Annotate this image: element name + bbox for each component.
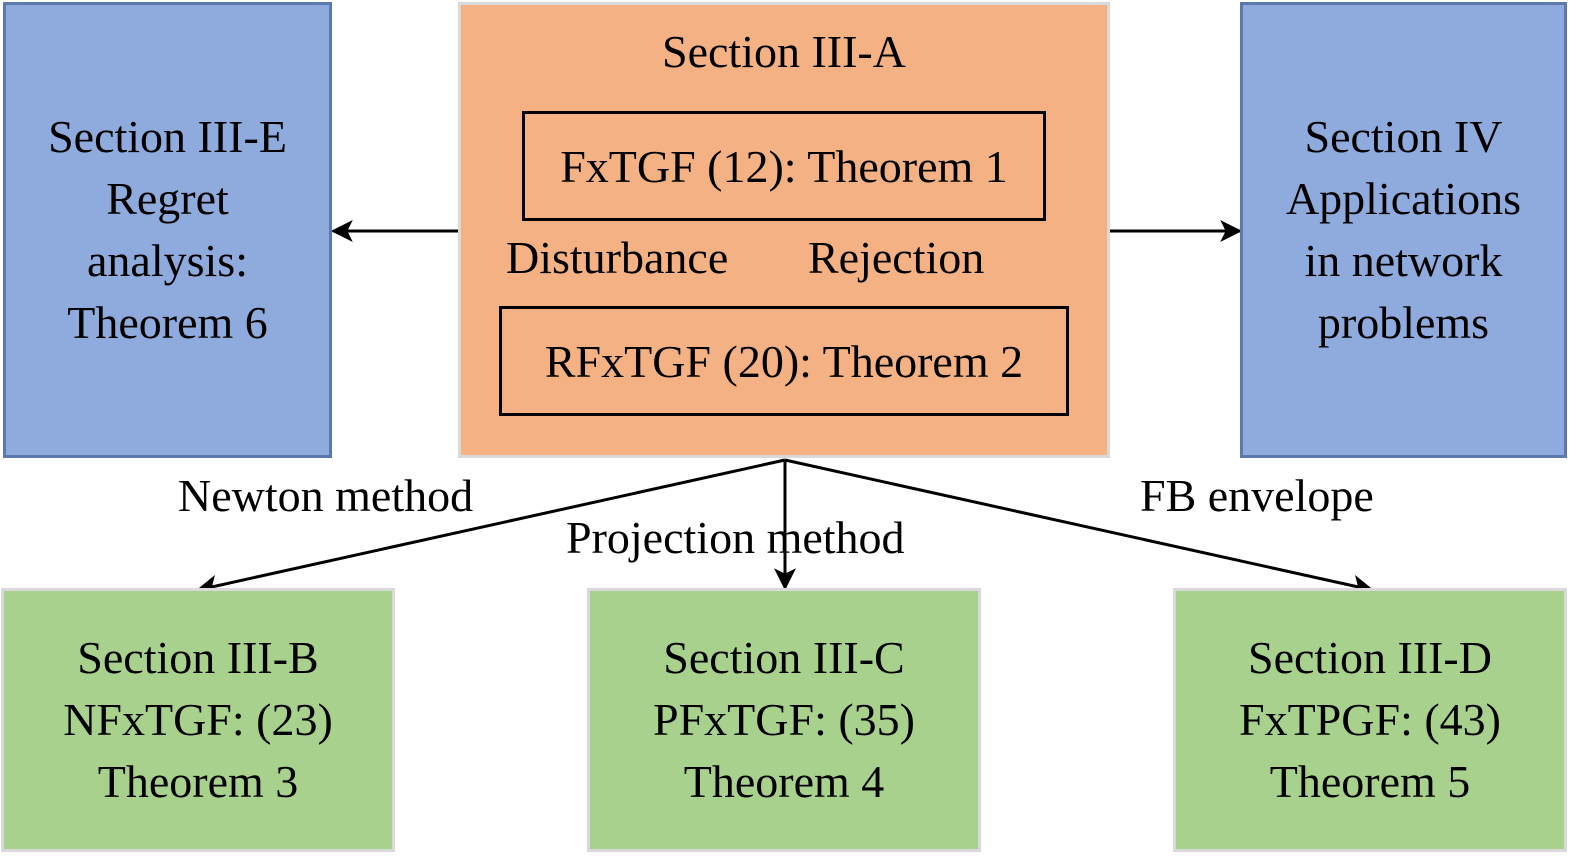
section-iii-c-box: Section III-C PFxTGF: (35) Theorem 4 (587, 588, 981, 852)
section-iii-c-line: PFxTGF: (35) (653, 694, 915, 745)
rejection-label: Rejection (808, 232, 985, 283)
section-iii-c-line: Section III-C (663, 632, 905, 683)
left-box-line: Theorem 6 (67, 297, 268, 348)
section-iii-b-box: Section III-B NFxTGF: (23) Theorem 3 (1, 588, 395, 852)
section-iii-c-line: Theorem 4 (683, 756, 885, 807)
arrow-fb (784, 458, 1375, 597)
section-iii-d-line: Theorem 5 (1269, 756, 1471, 807)
center-box-title: Section III-A (662, 26, 906, 77)
rfxtgf-theorem-2-box: RFxTGF (20): Theorem 2 (499, 306, 1069, 416)
section-iv-box: Section IV Applications in network probl… (1240, 2, 1567, 458)
left-box-line: analysis: (87, 235, 248, 286)
disturbance-label: Disturbance (506, 232, 729, 283)
section-iii-d-box: Section III-D FxTPGF: (43) Theorem 5 (1173, 588, 1567, 852)
right-box-line: in network (1304, 235, 1503, 286)
fxtgf-theorem-1-box: FxTGF (12): Theorem 1 (522, 111, 1046, 221)
fxtgf-label: FxTGF (12): Theorem 1 (560, 140, 1008, 192)
left-box-line: Regret (106, 173, 229, 224)
left-box-line: Section III-E (48, 111, 287, 162)
newton-method-label: Newton method (178, 470, 474, 521)
section-iii-b-line: NFxTGF: (23) (63, 694, 333, 745)
right-box-line: Applications (1285, 173, 1522, 224)
section-iii-b-line: Section III-B (77, 632, 319, 683)
rfxtgf-label: RFxTGF (20): Theorem 2 (544, 335, 1024, 387)
section-iii-d-line: FxTPGF: (43) (1239, 694, 1501, 745)
fb-envelope-label: FB envelope (1140, 470, 1374, 521)
right-box-line: Section IV (1304, 111, 1503, 162)
section-iii-e-box: Section III-E Regret analysis: Theorem 6 (3, 2, 332, 458)
arrow-newton (195, 458, 786, 597)
section-iii-d-line: Section III-D (1248, 632, 1492, 683)
section-iii-a-box (458, 2, 1110, 458)
projection-method-label: Projection method (566, 512, 905, 563)
right-box-line: problems (1317, 297, 1490, 348)
section-iii-b-line: Theorem 3 (97, 756, 299, 807)
